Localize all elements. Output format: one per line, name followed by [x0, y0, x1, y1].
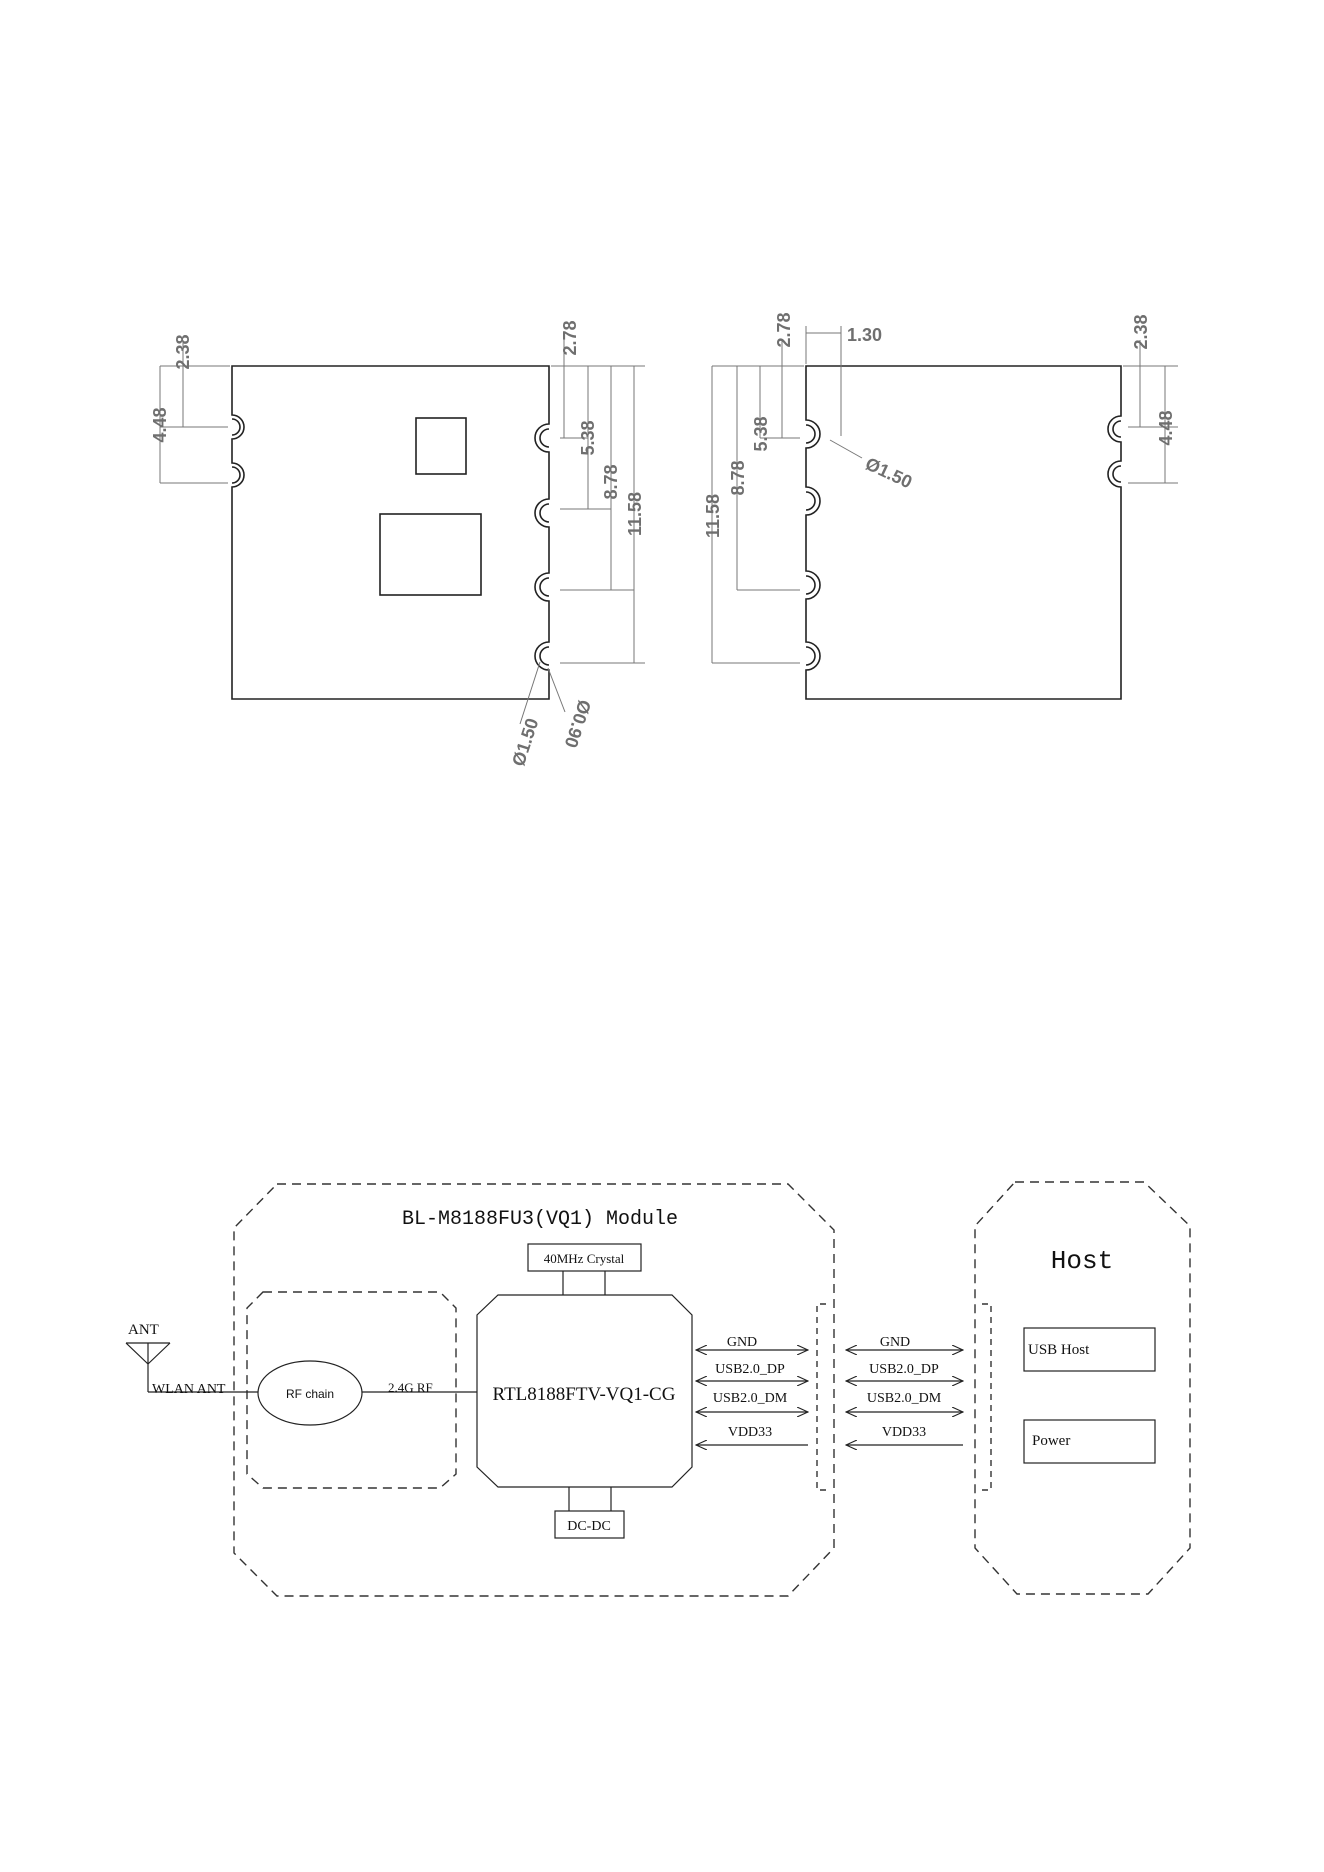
host-boundary — [975, 1182, 1190, 1594]
wlan-ant-label: WLAN ANT — [152, 1382, 226, 1397]
right-edge-hole-3 — [540, 578, 549, 596]
right-edge-hole-a — [1113, 421, 1121, 437]
usb-host-label: USB Host — [1028, 1342, 1090, 1358]
antenna-right — [148, 1343, 170, 1364]
chip-label: RTL8188FTV-VQ1-CG — [493, 1384, 676, 1405]
dim-right-278: 2.78 — [560, 320, 580, 355]
dim-right-view-448: 4.48 — [1156, 410, 1176, 445]
dim-right-view-238: 2.38 — [1131, 314, 1151, 349]
host-title: Host — [1051, 1246, 1113, 1276]
dim-right-view-878: 8.78 — [728, 460, 748, 495]
host-signal-dp: USB2.0_DP — [869, 1362, 939, 1377]
left-module-outline — [232, 366, 549, 699]
dim-right-538: 5.38 — [578, 420, 598, 455]
left-module-view: 2.38 4.48 2.78 5.38 8.78 11.58 Ø1.50 Ø0.… — [150, 320, 645, 768]
large-component — [380, 514, 481, 595]
dim-right-878: 8.78 — [601, 464, 621, 499]
small-component — [416, 418, 466, 474]
right-module-view: 2.78 5.38 8.78 11.58 1.30 Ø1.50 2.38 4.4… — [703, 312, 1178, 699]
module-signal-dp: USB2.0_DP — [715, 1362, 785, 1377]
rf-chain-label: RF chain — [286, 1387, 334, 1401]
crystal-label: 40MHz Crystal — [544, 1251, 625, 1266]
right-edge-hole-4 — [540, 647, 549, 665]
module-connector — [817, 1304, 826, 1490]
dim-hole-diameter: Ø0.90 — [561, 697, 595, 750]
left-edge-hole-2 — [232, 467, 240, 483]
power-label: Power — [1032, 1433, 1070, 1449]
host-signal-vdd: VDD33 — [882, 1425, 926, 1440]
dim-left-448: 4.48 — [150, 407, 170, 442]
dcdc-label: DC-DC — [567, 1519, 611, 1534]
module-signal-vdd: VDD33 — [728, 1425, 772, 1440]
right-edge-hole-b — [1113, 466, 1121, 482]
module-signal-gnd: GND — [727, 1335, 757, 1350]
host-signal-gnd: GND — [880, 1335, 910, 1350]
module-signal-dm: USB2.0_DM — [713, 1391, 788, 1406]
module-title: BL-M8188FU3(VQ1) Module — [402, 1208, 678, 1231]
host-connector — [982, 1304, 991, 1490]
right-edge-hole-1 — [540, 429, 549, 447]
left-edge-hole-d — [806, 647, 815, 665]
rf-link-label: 2.4G RF — [388, 1380, 433, 1395]
right-edge-hole-2 — [540, 504, 549, 522]
dim-pad-diameter: Ø1.50 — [508, 716, 542, 769]
antenna-label: ANT — [128, 1322, 159, 1338]
dim-right-view-278: 2.78 — [774, 312, 794, 347]
dim-right-view-pad-diameter: Ø1.50 — [862, 453, 915, 492]
antenna-left — [126, 1343, 148, 1364]
left-edge-hole-b — [806, 492, 815, 510]
left-edge-hole-a — [806, 425, 815, 443]
right-module-outline — [806, 366, 1121, 699]
block-diagram: BL-M8188FU3(VQ1) Module ANT WLAN ANT RF … — [126, 1182, 1190, 1596]
dim-left-238: 2.38 — [173, 334, 193, 369]
host-signals: GND USB2.0_DP USB2.0_DM VDD33 — [846, 1335, 963, 1445]
dim-right-view-1158: 11.58 — [703, 494, 723, 538]
dim-right-view-130: 1.30 — [847, 325, 882, 345]
left-edge-hole-c — [806, 576, 815, 594]
dim-right-view-538: 5.38 — [751, 416, 771, 451]
host-signal-dm: USB2.0_DM — [867, 1391, 942, 1406]
dim-right-1158: 11.58 — [625, 492, 645, 536]
left-edge-hole-1 — [232, 419, 240, 435]
module-signals: GND USB2.0_DP USB2.0_DM VDD33 — [696, 1335, 808, 1445]
